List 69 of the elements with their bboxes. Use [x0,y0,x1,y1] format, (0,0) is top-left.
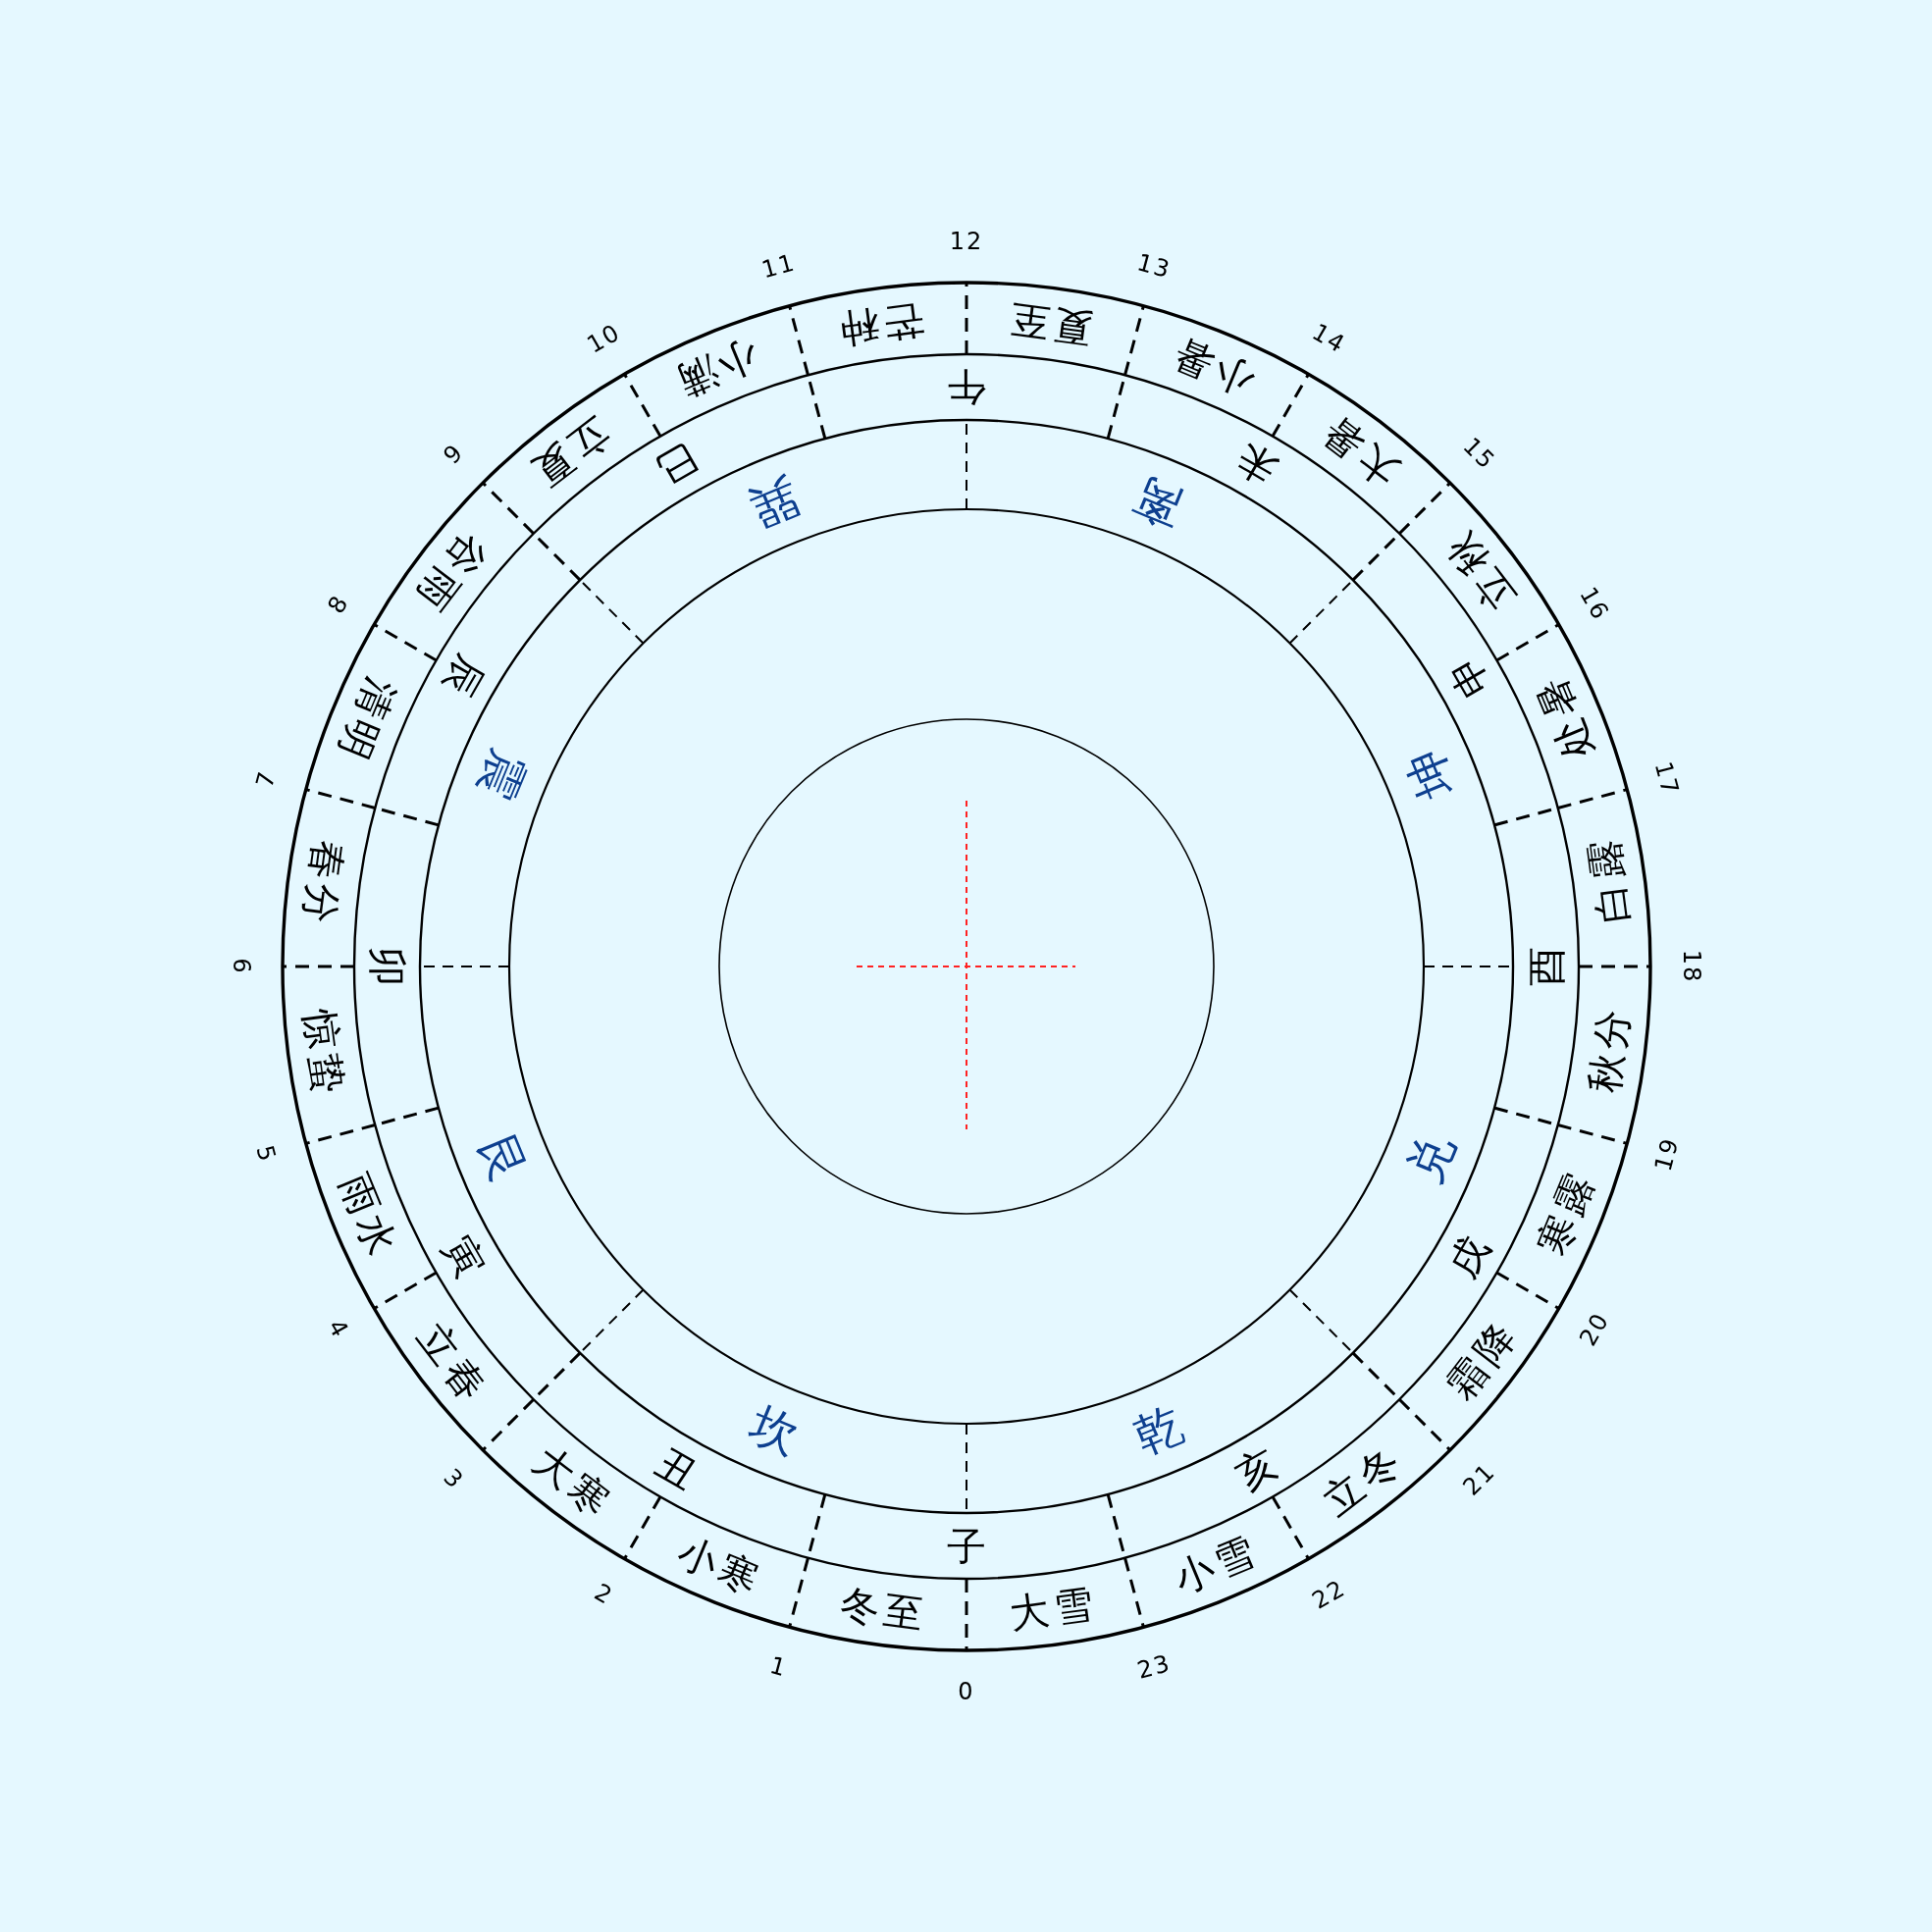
solar-term-label: 立秋 [1434,521,1525,619]
solar-term-label: 清明 [329,671,405,770]
solar-term-label: 惊蛰 [295,1007,353,1101]
scale-number: 10 [582,318,626,359]
scale-number: 5 [250,1142,282,1167]
trigram-label: 坎 [742,1395,808,1465]
solar-term-label: 小寒 [671,1528,770,1604]
scale-number: 2 [590,1578,618,1611]
scale-number: 13 [1133,248,1175,285]
solar-term-label: 立春 [408,1314,499,1412]
earthly-branch-label: 未 [1227,435,1285,495]
scale-number: 6 [228,958,255,975]
trigram-label: 巽 [742,468,808,538]
scale-number: 1 [766,1651,791,1683]
earthly-branch-label: 辰 [435,648,495,705]
trigram-label: 乾 [1125,1395,1191,1465]
scale-number: 11 [758,248,800,285]
solar-term-label: 春分 [295,837,352,931]
scale-number: 17 [1648,758,1685,800]
earthly-branch-label: 酉 [1523,947,1569,986]
scale-number: 22 [1307,1574,1351,1615]
scale-number: 18 [1678,949,1705,984]
center-circle [718,718,1215,1215]
scale-number: 16 [1574,582,1615,626]
earthly-branch-label: 申 [1438,648,1498,705]
solar-term-label: 大雪 [1007,1580,1101,1638]
solar-term-label: 芒种 [832,295,926,353]
solar-term-label: 立夏 [521,408,619,499]
solar-term-label: 夏至 [1002,295,1096,352]
earthly-branch-label: 子 [947,1523,986,1569]
earthly-branch-label: 午 [947,364,986,410]
scale-number: 0 [958,1678,975,1705]
earthly-branch-label: 寅 [435,1227,495,1285]
earthly-branch-label: 卯 [364,947,410,986]
trigram-label: 兑 [1395,1125,1465,1191]
solar-term-label: 冬至 [837,1581,931,1638]
scale-number: 21 [1457,1457,1501,1501]
scale-number: 3 [438,1463,470,1495]
trigram-label: 震 [468,742,538,808]
solar-term-label: 白露 [1580,832,1638,926]
earthly-branch-label: 戌 [1438,1227,1498,1285]
scale-number: 19 [1648,1133,1685,1175]
solar-term-label: 谷雨 [405,525,496,623]
scale-number: 4 [322,1315,355,1343]
scale-number: 23 [1133,1648,1175,1685]
solar-term-label: 小雪 [1167,1526,1267,1602]
earthly-branch-label: 亥 [1227,1438,1285,1498]
trigram-label: 坤 [1395,742,1465,808]
solar-term-label: 秋分 [1581,1002,1638,1096]
solar-term-label: 大暑 [1310,405,1408,496]
earthly-branch-label: 丑 [648,1438,705,1498]
solar-term-label: 立冬 [1314,1434,1412,1525]
scale-number: 20 [1574,1307,1615,1351]
scale-number: 12 [949,228,984,255]
scale-number: 8 [322,590,355,618]
trigram-label: 离 [1125,468,1191,538]
solar-term-label: 雨水 [331,1167,407,1267]
solar-term-label: 处暑 [1526,666,1602,766]
trigram-label: 艮 [468,1125,538,1191]
solar-term-label: 小满 [666,331,766,407]
scale-number: 7 [250,766,282,791]
scale-number: 14 [1307,318,1351,359]
earthly-branch-label: 巳 [648,435,705,495]
solar-term-label: 寒露 [1528,1163,1604,1262]
solar-term-label: 霜降 [1436,1310,1528,1408]
scale-number: 15 [1457,432,1501,476]
scale-number: 9 [438,438,470,470]
solar-term-label: 小暑 [1163,329,1262,405]
solar-term-label: 大寒 [525,1436,623,1528]
